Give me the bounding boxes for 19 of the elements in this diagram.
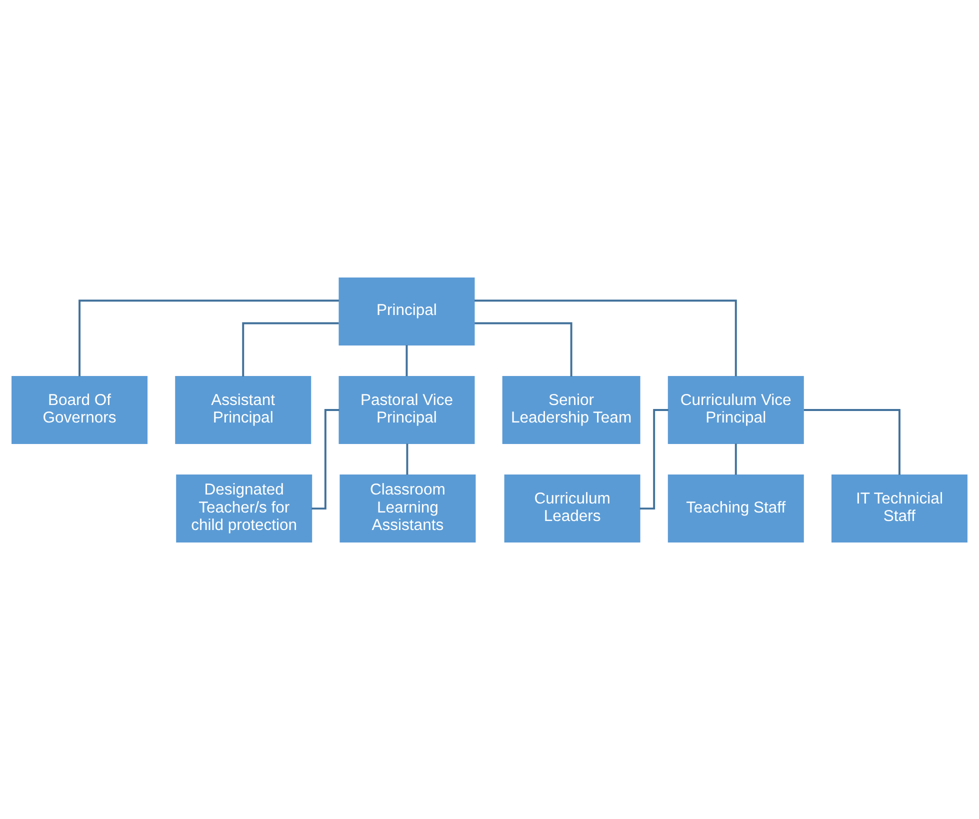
node-box: Board Of Governors <box>12 376 148 444</box>
connector <box>734 443 737 474</box>
node-box: Pastoral Vice Principal <box>338 376 475 444</box>
node-box: Assistant Principal <box>175 376 312 444</box>
node-box: IT Technicial Staff <box>831 474 968 542</box>
node-box: Senior Leadership Team <box>502 376 640 444</box>
connector <box>78 299 339 376</box>
connector <box>474 299 737 376</box>
node-box: Principal <box>338 276 475 345</box>
connector <box>474 322 572 376</box>
connector <box>242 322 339 376</box>
node-box: Curriculum Leaders <box>504 474 640 542</box>
connector <box>804 408 900 474</box>
node-box: Classroom Learning Assistants <box>340 474 476 542</box>
connector <box>406 344 408 376</box>
node-box: Teaching Staff <box>668 474 804 542</box>
node-box: Curriculum Vice Principal <box>668 376 804 444</box>
node-box: Designated Teacher/s for child protection <box>176 474 312 542</box>
connector <box>406 443 408 474</box>
